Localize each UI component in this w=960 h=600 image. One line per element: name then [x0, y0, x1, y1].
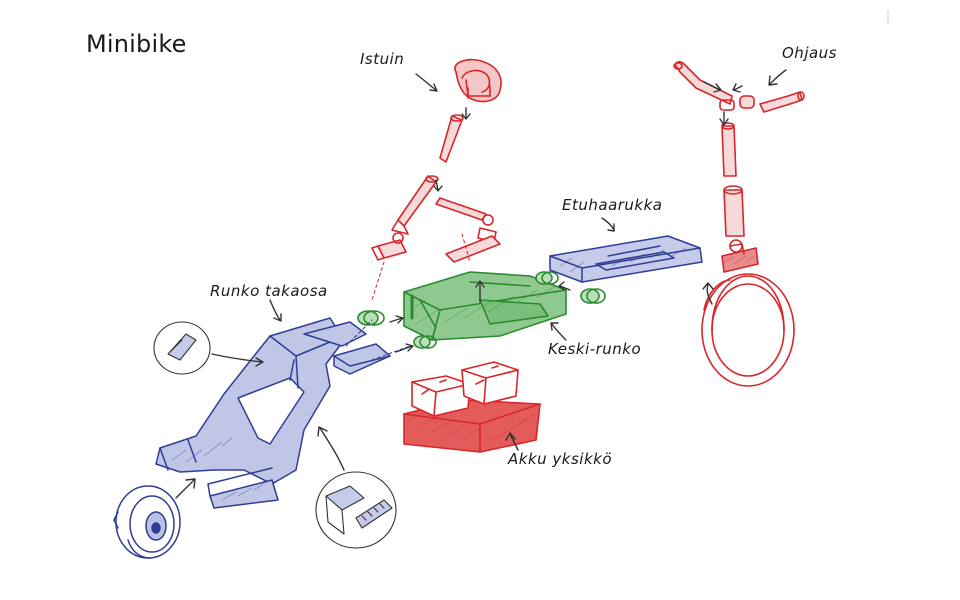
- arrow-steering: [769, 70, 786, 85]
- handlebar-right: [760, 92, 804, 112]
- seat-support-plate: [446, 236, 500, 262]
- rear-frame: [156, 318, 344, 508]
- steering-stem: [722, 123, 736, 176]
- seat-clamp: [436, 198, 496, 242]
- arrow-front-wheel: [703, 283, 713, 304]
- middle-frame-body: [404, 272, 566, 340]
- seat-post-upper: [440, 115, 463, 162]
- arrow-steering-stem: [720, 112, 728, 125]
- arrow-roller-right: [559, 282, 570, 290]
- arrow-callout-bottom: [318, 427, 344, 470]
- detail-callout-bottom: [316, 472, 396, 548]
- rear-wheel: [114, 486, 180, 558]
- arrow-rear-wheel: [176, 479, 195, 498]
- label-steering: Ohjaus: [782, 44, 837, 62]
- steering-column: [724, 186, 744, 236]
- handlebar-left: [674, 62, 732, 104]
- arrow-front-fork: [602, 218, 614, 231]
- diagram-title: Minibike: [86, 30, 187, 58]
- arrow-battery: [506, 433, 518, 450]
- handlebar-clamp: [720, 96, 754, 110]
- arrow-callout-top: [212, 354, 263, 366]
- label-front-fork: Etuhaarukka: [562, 196, 663, 214]
- seat-t-joint: [372, 233, 406, 260]
- shading-hatch: [172, 248, 754, 500]
- front-fork-frame: [550, 236, 702, 282]
- arrow-roller-left: [390, 316, 413, 352]
- steering-fork-crown: [722, 240, 758, 272]
- label-rear-frame: Runko takaosa: [210, 282, 328, 300]
- seat-post-lower: [392, 176, 438, 234]
- detail-callout-top: [154, 322, 210, 374]
- arrow-rear-frame: [270, 300, 281, 321]
- arrow-middle-frame: [551, 323, 566, 340]
- label-battery-unit: Akku yksikkö: [508, 450, 613, 468]
- battery-cell-right: [462, 362, 518, 404]
- battery-cell-left: [412, 376, 470, 416]
- middle-frame-rollers: [358, 272, 605, 348]
- rear-frame-bracket: [304, 322, 390, 374]
- arrow-seat: [416, 74, 437, 91]
- front-wheel: [702, 274, 794, 386]
- arrow-seat-post: [434, 108, 470, 191]
- label-seat: Istuin: [360, 50, 405, 68]
- arrow-middle-inner: [476, 281, 484, 302]
- arrow-handlebar-in: [704, 82, 742, 92]
- seat-saddle: [455, 60, 501, 102]
- label-middle-frame: Keski-runko: [548, 340, 642, 358]
